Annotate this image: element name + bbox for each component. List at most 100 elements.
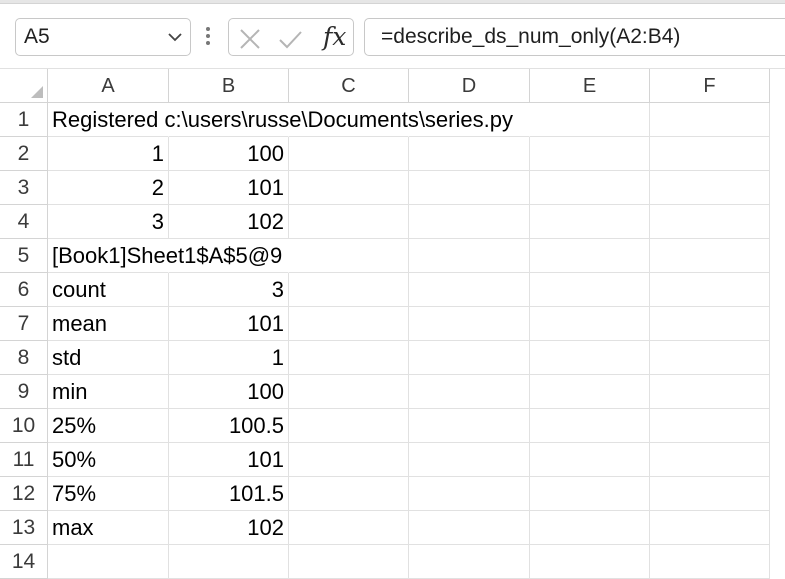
cell-a7[interactable]: mean: [48, 307, 169, 341]
cell-c8[interactable]: [289, 341, 409, 375]
cell-d8[interactable]: [409, 341, 530, 375]
formula-text[interactable]: =describe_ds_num_only(A2:B4): [381, 25, 681, 48]
cell-a11[interactable]: 50%: [48, 443, 169, 477]
cell-c3[interactable]: [289, 171, 409, 205]
row-header-9[interactable]: 9: [0, 375, 48, 409]
cell-e11[interactable]: [530, 443, 650, 477]
cell-c1[interactable]: [289, 103, 409, 137]
cell-c7[interactable]: [289, 307, 409, 341]
cell-e3[interactable]: [530, 171, 650, 205]
cell-f9[interactable]: [650, 375, 770, 409]
cell-b1[interactable]: [169, 103, 289, 137]
cell-f5[interactable]: [650, 239, 770, 273]
cell-d6[interactable]: [409, 273, 530, 307]
cell-d5[interactable]: [409, 239, 530, 273]
select-all-corner[interactable]: [0, 69, 48, 103]
cell-e4[interactable]: [530, 205, 650, 239]
cell-f14[interactable]: [650, 545, 770, 579]
name-box[interactable]: A5: [15, 18, 191, 56]
row-header-2[interactable]: 2: [0, 137, 48, 171]
row-header-7[interactable]: 7: [0, 307, 48, 341]
cell-c9[interactable]: [289, 375, 409, 409]
row-header-12[interactable]: 12: [0, 477, 48, 511]
cell-c6[interactable]: [289, 273, 409, 307]
cell-d11[interactable]: [409, 443, 530, 477]
cell-f7[interactable]: [650, 307, 770, 341]
cell-d9[interactable]: [409, 375, 530, 409]
cell-b7[interactable]: 101: [169, 307, 289, 341]
cell-e14[interactable]: [530, 545, 650, 579]
cell-f1[interactable]: [650, 103, 770, 137]
cell-f10[interactable]: [650, 409, 770, 443]
column-header-a[interactable]: A: [48, 69, 169, 103]
cell-a1[interactable]: Registered c:\users\russe\Documents\seri…: [48, 103, 513, 137]
cell-c10[interactable]: [289, 409, 409, 443]
cell-b13[interactable]: 102: [169, 511, 289, 545]
formula-input[interactable]: =describe_ds_num_only(A2:B4): [364, 18, 785, 56]
cell-b9[interactable]: 100: [169, 375, 289, 409]
column-header-d[interactable]: D: [409, 69, 530, 103]
insert-function-button[interactable]: fx: [323, 22, 347, 51]
cell-e1[interactable]: [530, 103, 650, 137]
cell-b3[interactable]: 101: [169, 171, 289, 205]
cell-c12[interactable]: [289, 477, 409, 511]
cell-e5[interactable]: [530, 239, 650, 273]
cell-d3[interactable]: [409, 171, 530, 205]
column-header-e[interactable]: E: [530, 69, 650, 103]
cell-e9[interactable]: [530, 375, 650, 409]
cell-e8[interactable]: [530, 341, 650, 375]
cell-e12[interactable]: [530, 477, 650, 511]
cell-a9[interactable]: min: [48, 375, 169, 409]
cell-f8[interactable]: [650, 341, 770, 375]
cell-f4[interactable]: [650, 205, 770, 239]
cell-c11[interactable]: [289, 443, 409, 477]
cell-f11[interactable]: [650, 443, 770, 477]
cell-c13[interactable]: [289, 511, 409, 545]
row-header-1[interactable]: 1: [0, 103, 48, 137]
cell-d7[interactable]: [409, 307, 530, 341]
chevron-down-icon[interactable]: [166, 28, 184, 46]
cell-d2[interactable]: [409, 137, 530, 171]
enter-check-icon[interactable]: [278, 27, 302, 51]
cell-a3[interactable]: 2: [48, 171, 169, 205]
row-header-3[interactable]: 3: [0, 171, 48, 205]
cell-e6[interactable]: [530, 273, 650, 307]
cell-a5[interactable]: [Book1]Sheet1$A$5@9: [48, 239, 282, 273]
cell-b12[interactable]: 101.5: [169, 477, 289, 511]
cell-c2[interactable]: [289, 137, 409, 171]
cell-f13[interactable]: [650, 511, 770, 545]
cell-a4[interactable]: 3: [48, 205, 169, 239]
row-header-4[interactable]: 4: [0, 205, 48, 239]
cell-c5[interactable]: [289, 239, 409, 273]
cell-b8[interactable]: 1: [169, 341, 289, 375]
cell-d12[interactable]: [409, 477, 530, 511]
column-header-c[interactable]: C: [289, 69, 409, 103]
name-box-value[interactable]: A5: [24, 25, 50, 48]
column-header-b[interactable]: B: [169, 69, 289, 103]
cell-a13[interactable]: max: [48, 511, 169, 545]
row-header-5[interactable]: 5: [0, 239, 48, 273]
cell-a2[interactable]: 1: [48, 137, 169, 171]
cell-b2[interactable]: 100: [169, 137, 289, 171]
cell-d13[interactable]: [409, 511, 530, 545]
more-options-icon[interactable]: [201, 24, 215, 52]
column-header-f[interactable]: F: [650, 69, 770, 103]
cell-b4[interactable]: 102: [169, 205, 289, 239]
cell-a14[interactable]: [48, 545, 169, 579]
cell-b5[interactable]: [169, 239, 289, 273]
row-header-6[interactable]: 6: [0, 273, 48, 307]
cell-d4[interactable]: [409, 205, 530, 239]
cell-e7[interactable]: [530, 307, 650, 341]
cell-b11[interactable]: 101: [169, 443, 289, 477]
cell-f12[interactable]: [650, 477, 770, 511]
cell-d1[interactable]: [409, 103, 530, 137]
cell-a10[interactable]: 25%: [48, 409, 169, 443]
cell-a12[interactable]: 75%: [48, 477, 169, 511]
cell-b14[interactable]: [169, 545, 289, 579]
cell-c14[interactable]: [289, 545, 409, 579]
cell-f6[interactable]: [650, 273, 770, 307]
cell-b10[interactable]: 100.5: [169, 409, 289, 443]
cancel-icon[interactable]: [238, 27, 262, 51]
cell-c4[interactable]: [289, 205, 409, 239]
cell-e10[interactable]: [530, 409, 650, 443]
